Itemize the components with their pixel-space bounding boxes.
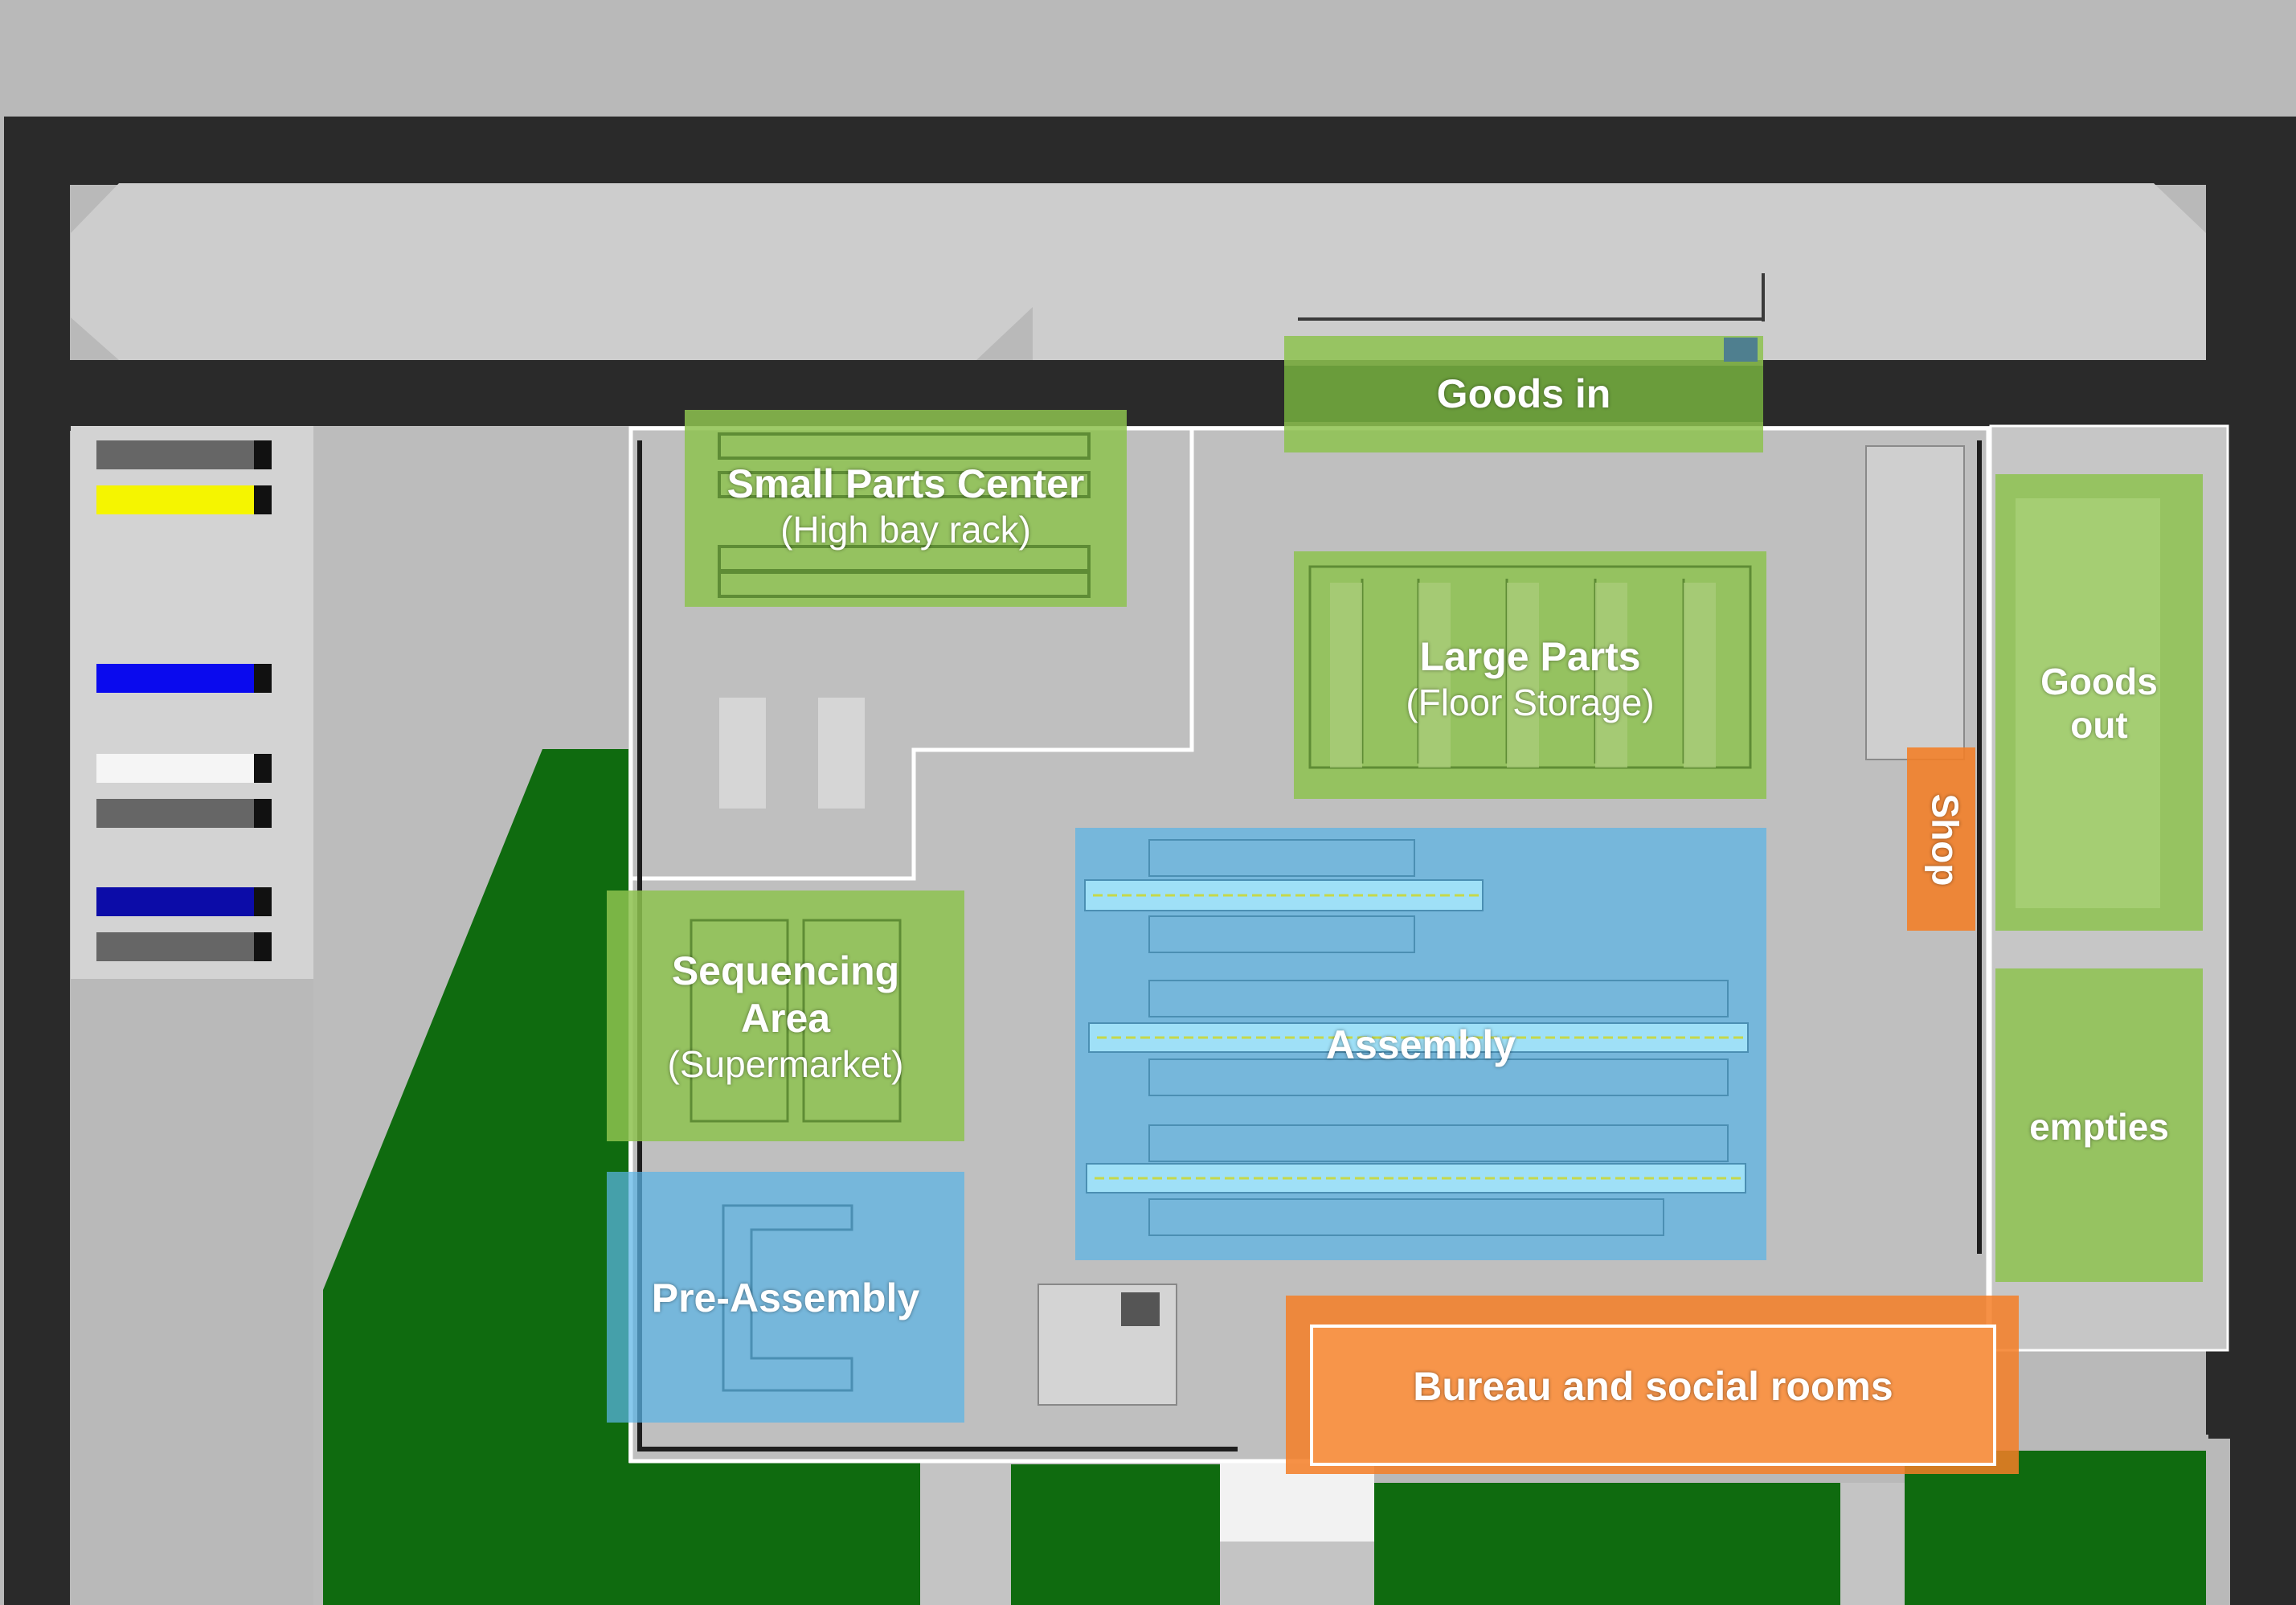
zone-shop bbox=[1907, 747, 1975, 931]
goods-out-label: Goods out bbox=[1995, 651, 2203, 755]
truck bbox=[96, 932, 254, 961]
empties-text: empties bbox=[2029, 1106, 2169, 1148]
shop-text: Shop bbox=[1924, 793, 1967, 886]
assembly-stations bbox=[1148, 839, 1729, 1236]
shop-label: Shop bbox=[1909, 760, 1981, 920]
grass-bottom-mid bbox=[1011, 1464, 1220, 1605]
small-parts-subtitle: (High bay rack) bbox=[780, 509, 1031, 551]
sequencing-line2: Area bbox=[740, 995, 831, 1041]
high-bay-racks bbox=[718, 432, 1091, 598]
sequencing-line1: Sequencing bbox=[671, 948, 900, 993]
truck-parking bbox=[71, 426, 313, 979]
truck-cab bbox=[254, 440, 272, 469]
truck bbox=[96, 664, 254, 693]
truck bbox=[96, 799, 254, 828]
zone-sequencing bbox=[607, 891, 964, 1141]
inner-wall bbox=[637, 440, 1982, 1451]
machine-unit bbox=[1121, 1292, 1160, 1326]
truck bbox=[96, 440, 254, 469]
parking-island bbox=[71, 183, 2206, 360]
empties-label: empties bbox=[1995, 1097, 2203, 1157]
goods-out-inner bbox=[2016, 498, 2160, 908]
walkway-1 bbox=[920, 1453, 1011, 1605]
pre-assembly-label: Pre-Assembly bbox=[607, 1266, 964, 1330]
zone-small-parts bbox=[685, 410, 1127, 607]
zone-pre-assembly bbox=[607, 1172, 964, 1423]
sequencing-subtitle: (Supermarket) bbox=[667, 1042, 904, 1085]
goods-in-gate bbox=[1724, 338, 1758, 362]
dock-post bbox=[1762, 273, 1765, 321]
assembly-label: Assembly bbox=[1075, 1013, 1766, 1077]
truck-cab bbox=[254, 754, 272, 783]
road-mid bbox=[4, 360, 2296, 431]
goods-in-label: Goods in bbox=[1284, 366, 1763, 422]
dock-rail bbox=[1298, 317, 1764, 321]
large-parts-label: Large Parts (Floor Storage) bbox=[1294, 619, 1766, 739]
pre-assembly-line bbox=[722, 1204, 853, 1392]
dock-slot-2 bbox=[818, 698, 865, 809]
road-left bbox=[4, 117, 70, 1605]
truck bbox=[96, 887, 254, 916]
truck-group bbox=[96, 440, 272, 961]
grass-bottom-far-right bbox=[1905, 1451, 2206, 1605]
truck-cab bbox=[254, 887, 272, 916]
goods-out-line2: out bbox=[2070, 704, 2128, 746]
bureau-label: Bureau and social rooms bbox=[1312, 1354, 1995, 1419]
storage-stripes bbox=[1330, 583, 1716, 768]
bureau-building bbox=[1310, 1325, 1996, 1466]
road-top bbox=[4, 117, 2296, 185]
goods-in-band bbox=[1284, 366, 1763, 422]
truck bbox=[96, 485, 254, 514]
dock-slot-1 bbox=[719, 698, 766, 809]
grass-left bbox=[323, 749, 628, 1605]
large-parts-subtitle: (Floor Storage) bbox=[1406, 682, 1655, 724]
pre-assembly-text: Pre-Assembly bbox=[651, 1275, 920, 1320]
sequencing-label: Sequencing Area (Supermarket) bbox=[607, 936, 964, 1097]
supermarket-racks bbox=[690, 919, 902, 1123]
truck-cab bbox=[254, 799, 272, 828]
goods-out-line1: Goods bbox=[2040, 660, 2158, 702]
shop-corridor bbox=[1865, 445, 1965, 760]
truck-cab bbox=[254, 932, 272, 961]
truck-cab bbox=[254, 664, 272, 693]
assembly-text: Assembly bbox=[1325, 1022, 1516, 1067]
truck bbox=[96, 754, 254, 783]
small-parts-title: Small Parts Center bbox=[726, 461, 1085, 507]
grass-bottom-right bbox=[1374, 1483, 1840, 1605]
bureau-text: Bureau and social rooms bbox=[1413, 1363, 1893, 1409]
assembly-lines bbox=[1084, 879, 1749, 1194]
zone-empties bbox=[1995, 968, 2203, 1282]
walkway-4 bbox=[1840, 1483, 1905, 1605]
walkway-3 bbox=[1220, 1542, 1374, 1605]
small-parts-label: Small Parts Center (High bay rack) bbox=[685, 446, 1127, 567]
large-parts-title: Large Parts bbox=[1419, 634, 1641, 680]
goods-in-text: Goods in bbox=[1436, 371, 1611, 416]
warehouse-partition bbox=[631, 428, 1194, 881]
truck-cab bbox=[254, 485, 272, 514]
grass-bottom-left bbox=[325, 1453, 920, 1605]
